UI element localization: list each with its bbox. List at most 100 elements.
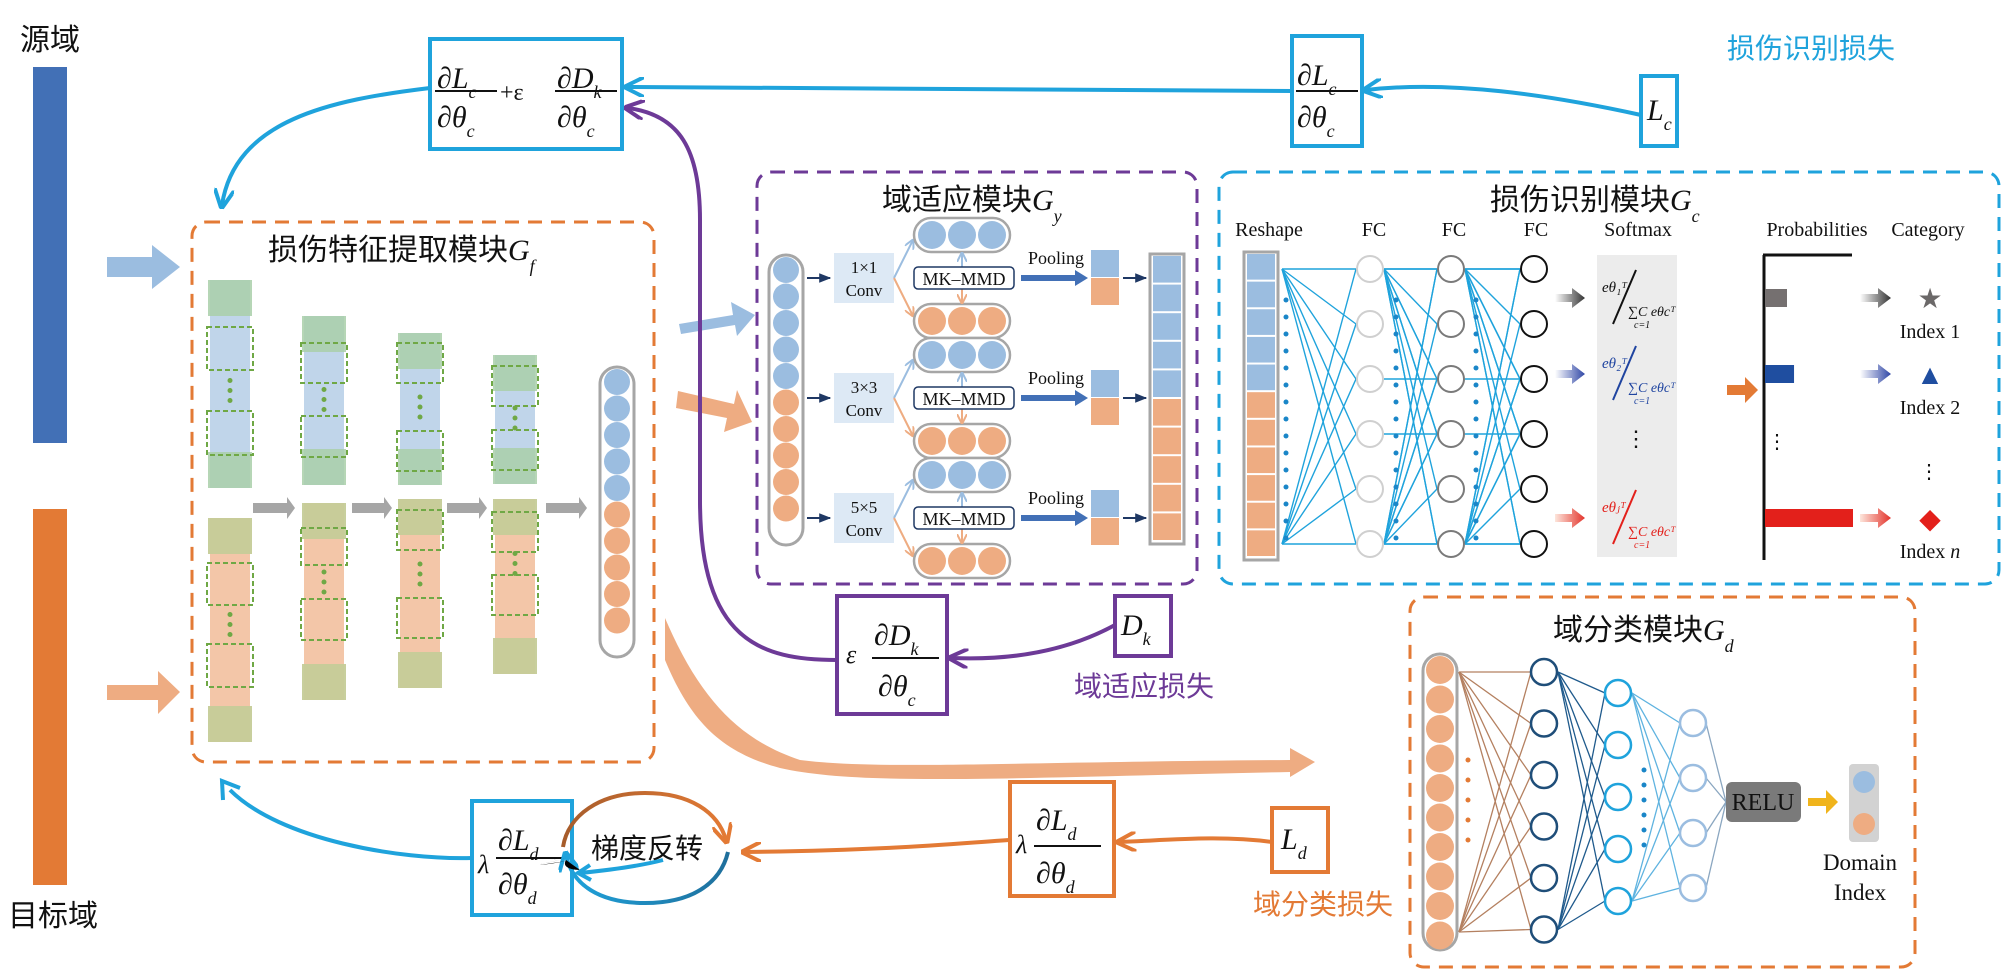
source-to-adapt-arrow — [679, 302, 755, 336]
fc-ellipsis-dot — [1473, 501, 1479, 507]
svg-text:∂Lc: ∂Lc — [1297, 59, 1337, 99]
softmax-denominator: ∑C eθcᵀ — [1628, 381, 1676, 396]
conv-to-target-arrow — [893, 517, 913, 556]
fc-ellipsis-dot — [1393, 382, 1399, 388]
pooling-arrow — [1021, 510, 1088, 526]
softmax-divider — [1612, 345, 1637, 401]
ellipsis-dot — [227, 622, 233, 627]
fc-ellipsis-dot — [1283, 314, 1289, 320]
column-header: FC — [1524, 219, 1548, 241]
feature-output-node — [604, 448, 630, 475]
source-feature-node — [948, 461, 976, 489]
feature-source-pad — [493, 448, 537, 484]
domain-edge — [1705, 801, 1727, 889]
domain-edge — [1631, 722, 1681, 902]
fc-ellipsis-dot — [1393, 416, 1399, 422]
fc-ellipsis-dot — [1473, 331, 1479, 337]
softmax-panel — [1597, 255, 1677, 557]
reversed-gradient-box: λ ∂Ld ∂θd — [470, 799, 574, 917]
target-domain-label: 目标域 — [8, 899, 98, 934]
classification-loss-box: Lc — [1639, 74, 1679, 148]
adapt-gradient-box: ε ∂Dk ∂θc — [835, 594, 949, 716]
svg-text:Dk: Dk — [1120, 609, 1152, 649]
softmax-den-index: c=1 — [1634, 540, 1650, 551]
domain-edge — [1557, 744, 1606, 930]
feature-output-node — [604, 554, 630, 581]
column-header: Softmax — [1604, 219, 1672, 241]
fc-edge — [1281, 268, 1357, 435]
layer-arrow — [546, 497, 587, 519]
prob-ellipsis: ⋮ — [1767, 431, 1787, 453]
softmax-divider — [1612, 489, 1637, 545]
category-label: Index 1 — [1900, 321, 1961, 343]
domain-edge — [1705, 722, 1727, 803]
mk-mmd-label: MK–MMD — [922, 389, 1005, 409]
svg-text:∂θd: ∂θd — [498, 868, 538, 908]
ellipsis-dot — [321, 407, 327, 412]
concat-cell — [1153, 313, 1181, 340]
target-feature-node — [948, 427, 976, 455]
svg-text:λ: λ — [1015, 830, 1027, 859]
ellipsis-dot — [1465, 817, 1471, 823]
fc-ellipsis-dot — [1473, 416, 1479, 422]
fc-ellipsis-dot — [1473, 433, 1479, 439]
fc-ellipsis-dot — [1473, 314, 1479, 320]
source-input-arrow — [107, 245, 180, 289]
conv-kernel-label: 1×1 — [851, 258, 878, 277]
fc-node — [1437, 255, 1465, 283]
domain-input-node — [1426, 803, 1454, 832]
svg-text:Ld: Ld — [1280, 823, 1308, 863]
reshape-cell — [1247, 475, 1275, 501]
fc-ellipsis-dot — [1393, 314, 1399, 320]
concat-cell — [1153, 456, 1181, 483]
domain-hidden-node-1 — [1529, 709, 1559, 738]
fc-node — [1356, 310, 1384, 338]
pooling-label: Pooling — [1028, 368, 1084, 388]
feature-output-node — [604, 607, 630, 634]
domain-module-title: 域分类模块Gd — [1553, 613, 1735, 656]
domain-loss-box: Ld — [1270, 806, 1330, 874]
ellipsis-dot — [1465, 837, 1471, 843]
gradient-reversal: 梯度反转 — [563, 790, 728, 906]
fc-ellipsis-dot — [1283, 467, 1289, 473]
adapt-input-node — [773, 257, 799, 283]
conv-box — [834, 253, 894, 303]
feature-output-node — [604, 475, 630, 501]
adapt-input-node — [773, 283, 799, 310]
softmax-den-index: c=1 — [1634, 320, 1650, 331]
fc-ellipsis-dot — [1283, 297, 1289, 303]
conv-kernel-label: 3×3 — [851, 378, 878, 397]
ellipsis-dot — [417, 571, 423, 577]
pooling-label: Pooling — [1028, 248, 1084, 268]
domain-edge — [1705, 801, 1727, 834]
softmax-to-prob-arrow — [1727, 377, 1758, 403]
domain-loss-label: 域分类损失 — [1253, 888, 1393, 921]
conv-window — [206, 562, 254, 606]
pooling-label: Pooling — [1028, 488, 1084, 508]
layer-arrow — [352, 497, 392, 519]
fc-edge — [1383, 268, 1438, 545]
conv-window — [396, 597, 444, 639]
softmax-denominator: ∑C eθcᵀ — [1628, 525, 1676, 540]
domain-edge — [1631, 887, 1681, 902]
fc-edge — [1464, 268, 1521, 490]
ellipsis-dot — [321, 397, 327, 402]
ellipsis-dot — [1641, 827, 1647, 833]
fc-ellipsis-dot — [1393, 518, 1399, 524]
source-feature-node — [978, 461, 1006, 489]
domain-edge — [1557, 671, 1606, 694]
fc-edge — [1383, 268, 1438, 380]
domain-edge — [1458, 671, 1532, 725]
adapt-input-node — [773, 310, 799, 336]
fc-edge — [1464, 268, 1521, 325]
domain-index-source-node — [1853, 771, 1875, 793]
fc-ellipsis-dot — [1393, 535, 1399, 541]
reshape-cell — [1247, 419, 1275, 446]
concat-cell — [1153, 256, 1181, 283]
conv-to-source-arrow — [893, 480, 913, 519]
star-icon: ★ — [1917, 284, 1942, 315]
fc-node — [1356, 530, 1384, 558]
column-header: FC — [1362, 219, 1386, 241]
feature-source-pad — [398, 449, 442, 485]
